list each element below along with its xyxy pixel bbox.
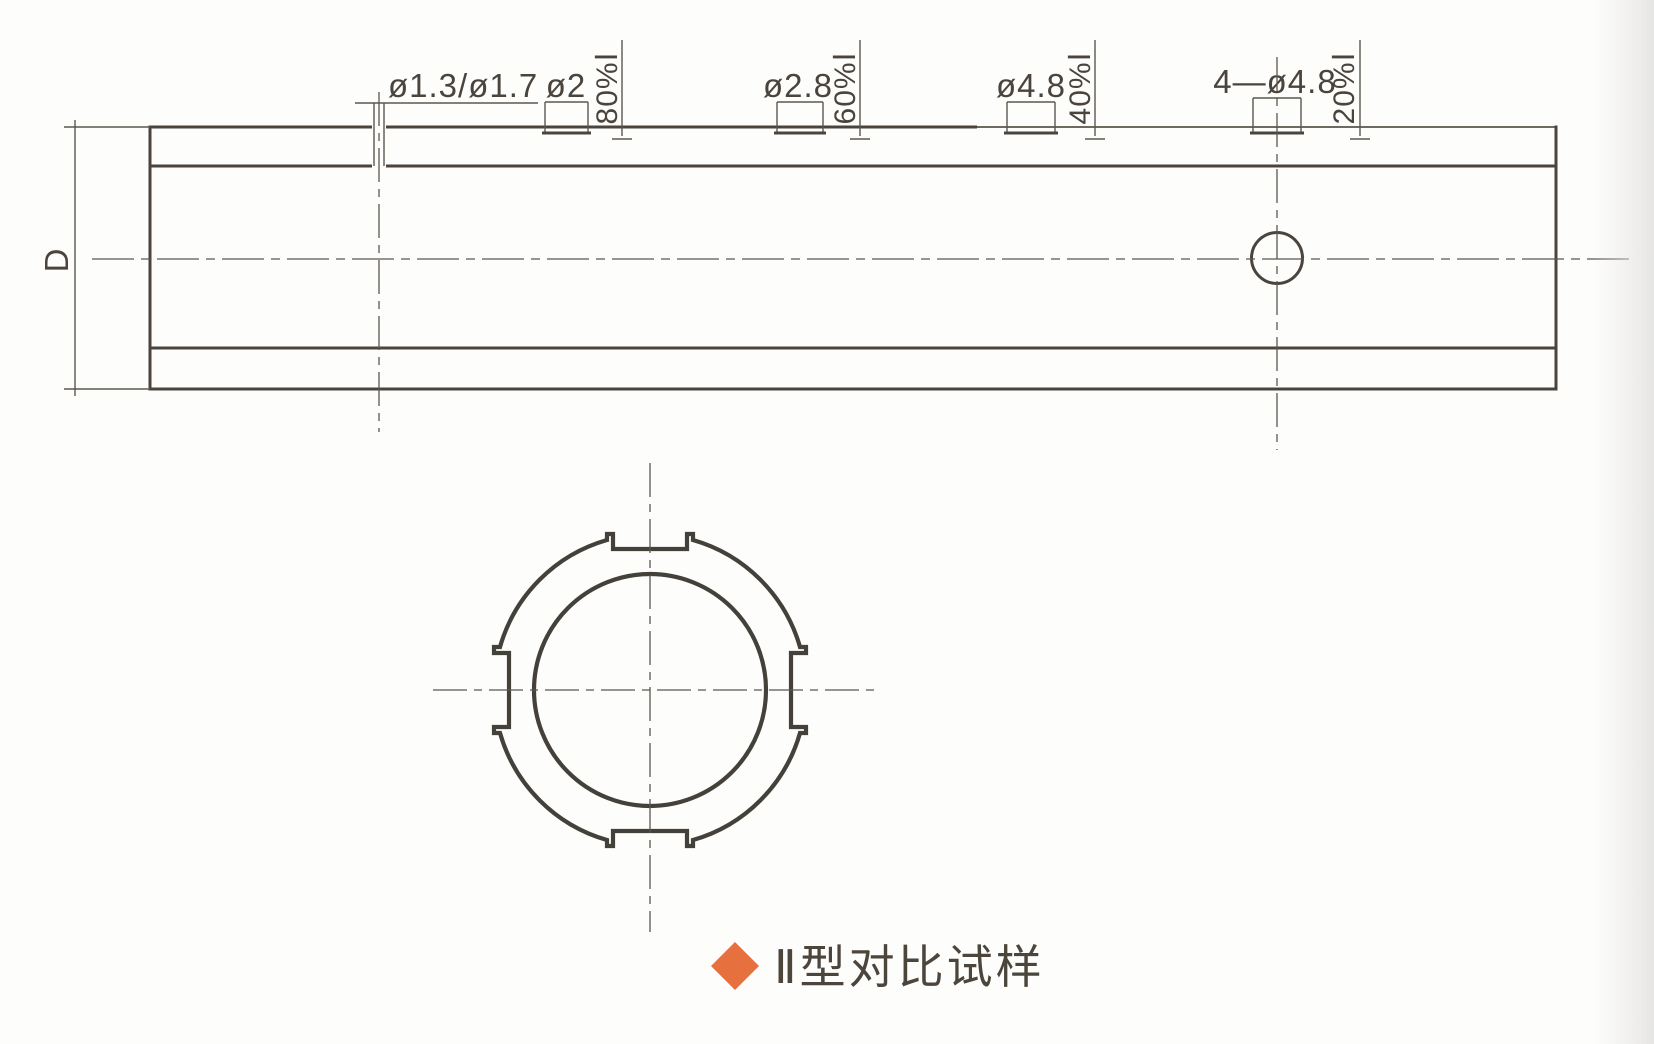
hole-depth-label: 80%Ⅰ [591, 52, 624, 125]
through-hole-callout: ø1.3/ø1.7 [355, 67, 538, 166]
hole-depth-label: 60%Ⅰ [829, 52, 862, 125]
side-view-centerlines [92, 57, 1634, 450]
caption-label: Ⅱ型对比试样 [774, 940, 1045, 994]
hole-depth-label: 20%Ⅰ [1328, 52, 1361, 125]
diamond-icon [711, 942, 759, 990]
fbh-callout-1: ø2 80%Ⅰ [542, 40, 632, 140]
tube-section-ring [491, 531, 809, 849]
fbh-callout-4: 4—ø4.8 20%Ⅰ [1213, 40, 1370, 140]
hole-dia-label: ø4.8 [996, 67, 1066, 104]
through-hole-label: ø1.3/ø1.7 [388, 67, 538, 104]
fbh-callout-2: ø2.8 60%Ⅰ [763, 40, 870, 140]
fbh-callout-3: ø4.8 40%Ⅰ [996, 40, 1105, 140]
page-edge-shading [1594, 0, 1654, 1044]
hole-dia-label: 4—ø4.8 [1213, 63, 1336, 100]
hole-dia-label: ø2 [546, 67, 587, 104]
figure-caption: Ⅱ型对比试样 [711, 940, 1045, 994]
side-view: D ø1.3/ø1.7 ø2 80%Ⅰ ø2.8 [38, 40, 1634, 450]
section-centerlines [433, 463, 875, 932]
hole-depth-label: 40%Ⅰ [1064, 52, 1097, 125]
diameter-label: D [38, 248, 75, 273]
cross-section-view [433, 463, 875, 932]
hole-dia-label: ø2.8 [763, 67, 833, 104]
tube-outline [148, 125, 1558, 391]
diameter-dimension: D [38, 120, 150, 396]
